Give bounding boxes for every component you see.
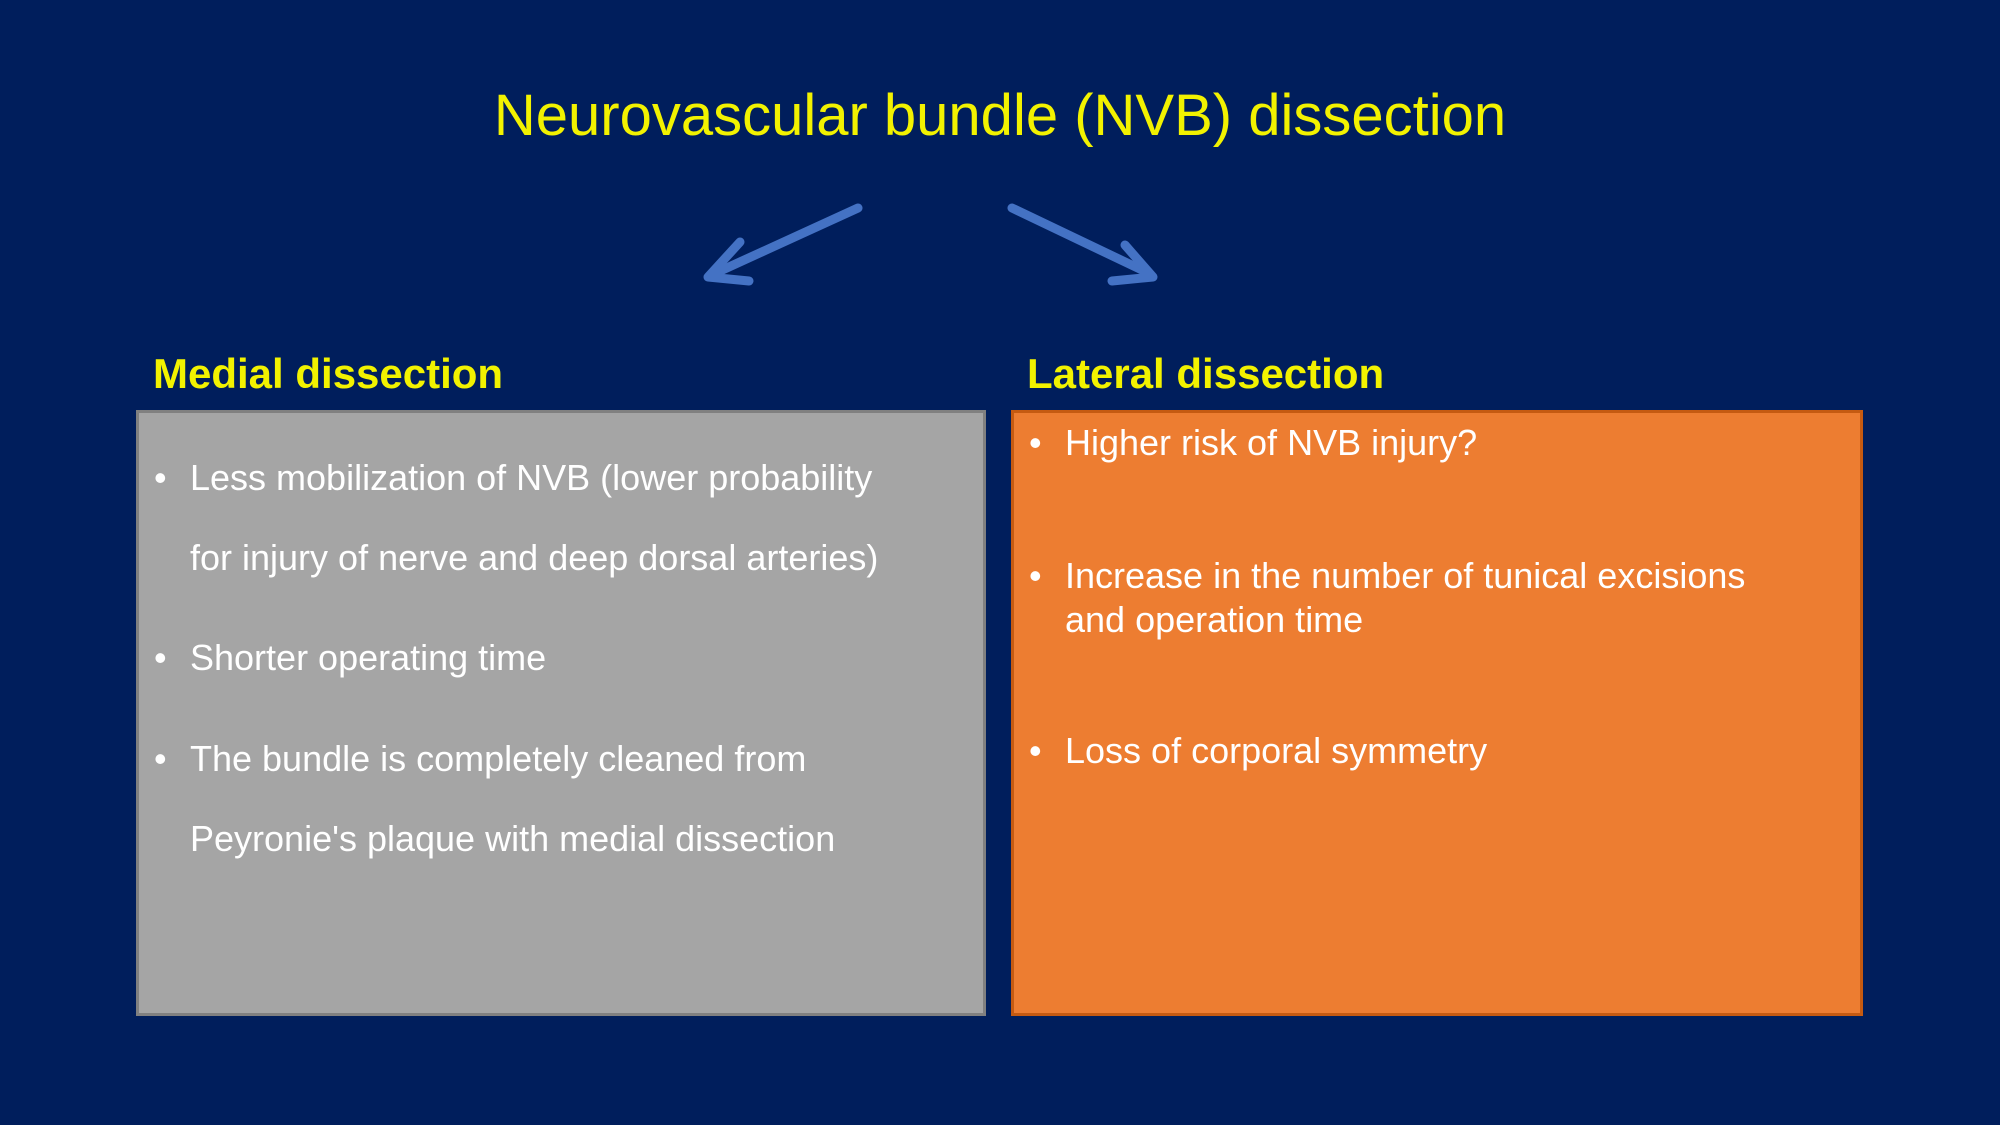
bullet-text-line: Less mobilization of NVB (lower probabil…: [190, 457, 873, 498]
bullet-text-line: Loss of corporal symmetry: [1065, 730, 1488, 771]
left-arrow-icon: [703, 203, 863, 286]
bullet-icon: •: [154, 637, 167, 678]
bullet-text-line: Increase in the number of tunical excisi…: [1065, 555, 1746, 596]
bullet-icon: •: [1029, 730, 1042, 771]
bullet-icon: •: [154, 738, 167, 779]
bullet-icon: •: [1029, 555, 1042, 596]
bullet-text-line: for injury of nerve and deep dorsal arte…: [190, 537, 879, 578]
lateral-dissection-heading: Lateral dissection: [1027, 350, 1385, 397]
bullet-icon: •: [1029, 422, 1042, 463]
medial-dissection-heading: Medial dissection: [153, 350, 504, 397]
bullet-text-line: Higher risk of NVB injury?: [1065, 422, 1478, 463]
slide-title: Neurovascular bundle (NVB) dissection: [493, 83, 1507, 148]
right-arrow-icon: [1007, 203, 1158, 286]
bullet-text-line: The bundle is completely cleaned from: [190, 738, 807, 779]
bullet-text-line: Peyronie's plaque with medial dissection: [190, 818, 836, 859]
lateral-dissection-box: • Higher risk of NVB injury? • Increase …: [1011, 410, 1863, 1016]
bullet-text-line: Shorter operating time: [190, 637, 547, 678]
medial-dissection-box: • Less mobilization of NVB (lower probab…: [136, 410, 986, 1016]
bullet-text-line: and operation time: [1065, 599, 1364, 640]
bullet-icon: •: [154, 457, 167, 498]
